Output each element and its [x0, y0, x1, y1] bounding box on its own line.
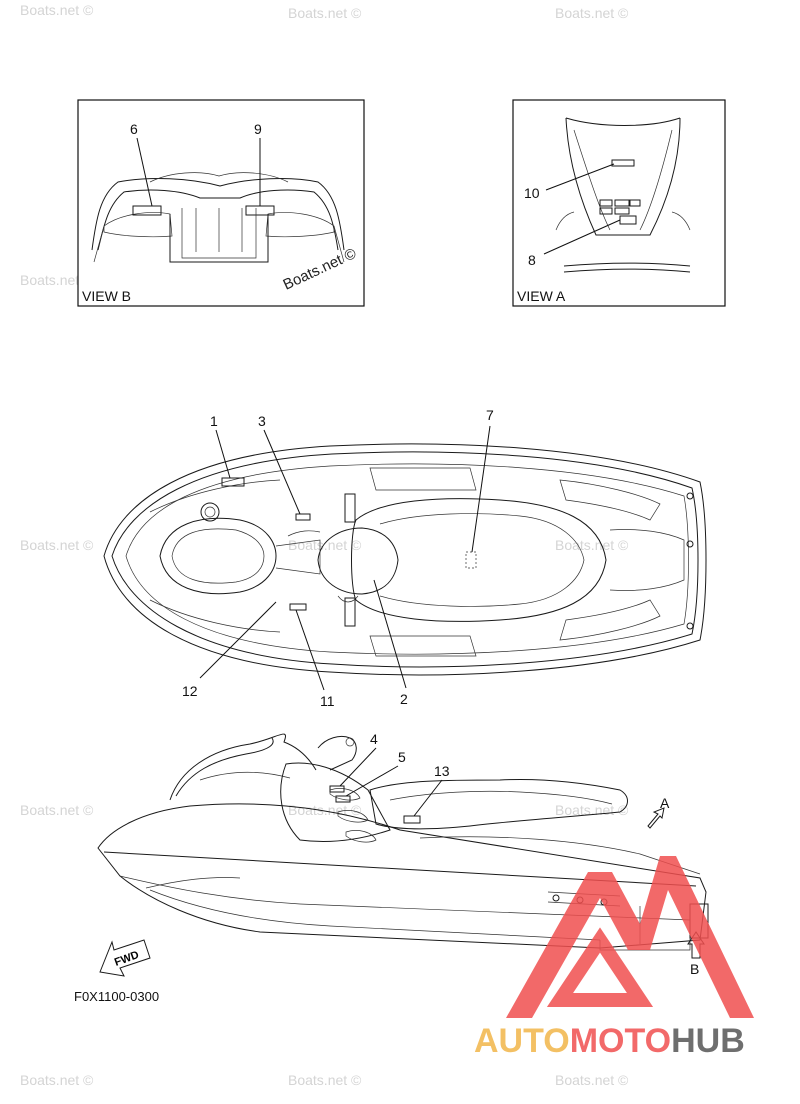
view-b-frame — [77, 99, 365, 307]
logo-inner-triangle-icon — [546, 927, 654, 1007]
watermark-layer: Boats.net © Boats.net © Boats.net © Boat… — [20, 2, 629, 1088]
callout-11: 11 — [320, 693, 335, 709]
leader-13 — [413, 779, 443, 817]
leader-12 — [199, 601, 277, 679]
leader-1 — [215, 429, 231, 479]
watermark: Boats.net © — [20, 1072, 94, 1088]
part-code: F0X1100-0300 — [74, 989, 159, 1004]
callout-10: 10 — [524, 185, 540, 201]
callout-12: 12 — [182, 683, 198, 699]
callout-8: 8 — [528, 252, 536, 268]
watermark: Boats.net © — [20, 2, 94, 18]
automotohub-logo: AUTOMOTOHUB — [474, 856, 754, 1060]
callout-6: 6 — [130, 121, 138, 137]
callout-7: 7 — [486, 407, 494, 423]
arrow-a-label: A — [660, 795, 670, 811]
watermark: Boats.net © — [288, 537, 362, 553]
view-b-label: VIEW B — [82, 288, 131, 304]
arrow-b-label: B — [690, 961, 699, 977]
leader-5 — [345, 765, 399, 797]
watermark: Boats.net © — [288, 5, 362, 21]
watermark: Boats.net © — [555, 5, 629, 21]
decal-13 — [403, 815, 421, 824]
fwd-arrow: FWD — [99, 939, 151, 977]
callout-2: 2 — [400, 691, 408, 707]
view-a-frame — [512, 99, 726, 307]
view-a-label: VIEW A — [517, 288, 566, 304]
watermark: Boats.net © — [288, 1072, 362, 1088]
logo-hub: HUB — [671, 1022, 745, 1060]
logo-wordmark: AUTOMOTOHUB — [474, 1022, 745, 1060]
watermark: Boats.net © — [555, 802, 629, 818]
callout-5: 5 — [398, 749, 406, 765]
logo-auto: AUTO — [474, 1022, 570, 1060]
callout-3: 3 — [258, 413, 266, 429]
decal-5 — [335, 795, 351, 803]
view-a-panel: 10 8 VIEW A — [512, 99, 726, 307]
top-view: 1 3 7 12 11 2 — [103, 407, 707, 709]
watermark: Boats.net © — [20, 802, 94, 818]
logo-moto: MOTO — [570, 1022, 671, 1060]
leader-6 — [136, 137, 153, 207]
callout-9: 9 — [254, 121, 262, 137]
decal-4 — [329, 785, 345, 793]
leader-2 — [373, 579, 407, 689]
watermark: Boats.net © — [555, 537, 629, 553]
view-a-drawing — [555, 117, 691, 273]
arrow-a: A — [647, 795, 670, 829]
leader-10 — [545, 163, 615, 191]
decal-11 — [289, 603, 307, 611]
logo-triangle-icon — [506, 856, 754, 1018]
leader-7 — [471, 425, 491, 553]
decal-7 — [465, 551, 477, 569]
watermark: Boats.net © — [555, 1072, 629, 1088]
leader-4 — [339, 747, 377, 787]
side-view: 4 5 13 A B FWD — [97, 731, 709, 977]
decal-1 — [221, 477, 245, 487]
leader-8 — [543, 219, 621, 255]
callout-13: 13 — [434, 763, 450, 779]
watermark: Boats.net © — [20, 272, 94, 288]
decal-3 — [295, 513, 311, 521]
leader-11 — [295, 609, 325, 691]
callout-4: 4 — [370, 731, 378, 747]
watermark: Boats.net © — [20, 537, 94, 553]
leader-3 — [263, 429, 301, 515]
view-b-panel: 6 9 VIEW B Boats.net © — [77, 99, 365, 307]
view-b-drawing — [91, 172, 345, 263]
callout-1: 1 — [210, 413, 218, 429]
